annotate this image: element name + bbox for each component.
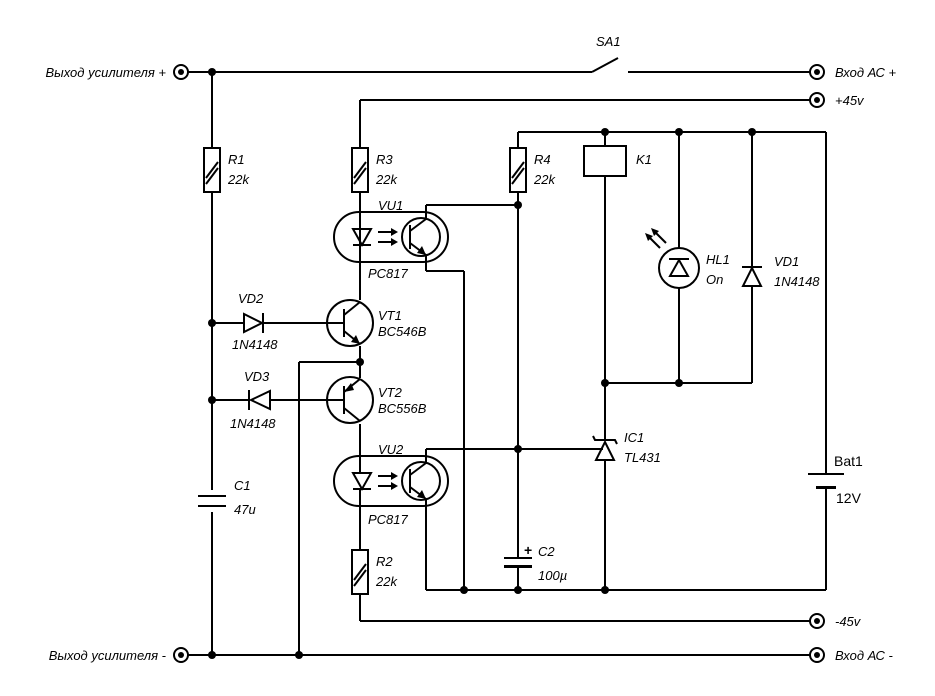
hl1-value: On bbox=[706, 272, 723, 287]
ic1-value: TL431 bbox=[624, 450, 661, 465]
junction-dot bbox=[748, 128, 756, 136]
terminal-amp-out-plus[interactable] bbox=[173, 64, 189, 80]
bat1-value: 12V bbox=[836, 490, 862, 506]
vu1-optocoupler bbox=[333, 211, 449, 263]
vd3-ref: VD3 bbox=[244, 369, 270, 384]
r1-resistor bbox=[203, 147, 221, 193]
vd1-value: 1N4148 bbox=[774, 274, 820, 289]
svg-text:+: + bbox=[524, 542, 532, 558]
bat1-ref: Bat1 bbox=[834, 453, 863, 469]
junction-dot bbox=[460, 586, 468, 594]
c2-capacitor-electrolytic: + bbox=[504, 542, 532, 568]
terminal-plus45[interactable] bbox=[809, 92, 825, 108]
vd2-value: 1N4148 bbox=[232, 337, 278, 352]
r4-ref: R4 bbox=[534, 152, 551, 167]
vt2-value: BC556B bbox=[378, 401, 427, 416]
vd1-diode bbox=[741, 265, 763, 287]
r4-value: 22k bbox=[533, 172, 556, 187]
junction-dots bbox=[208, 68, 756, 659]
terminal-label: Вход АС + bbox=[835, 65, 897, 80]
r2-value: 22k bbox=[375, 574, 398, 589]
r3-resistor bbox=[351, 147, 369, 193]
r2-resistor bbox=[351, 549, 369, 595]
hl1-ref: HL1 bbox=[706, 252, 730, 267]
r4-resistor bbox=[509, 147, 527, 193]
vu2-optocoupler bbox=[333, 455, 449, 507]
vt1-value: BC546B bbox=[378, 324, 427, 339]
r2-ref: R2 bbox=[376, 554, 393, 569]
terminal-ac-in-minus[interactable] bbox=[809, 647, 825, 663]
vu2-ref: VU2 bbox=[378, 442, 404, 457]
vt2-ref: VT2 bbox=[378, 385, 403, 400]
vt2-transistor-pnp bbox=[326, 376, 374, 424]
ic1-ref: IC1 bbox=[624, 430, 644, 445]
junction-dot bbox=[514, 445, 522, 453]
junction-dot bbox=[514, 586, 522, 594]
vu2-value: PC817 bbox=[368, 512, 409, 527]
terminal-label: Выход усилителя - bbox=[49, 648, 167, 663]
terminal-label: +45v bbox=[835, 93, 865, 108]
r3-ref: R3 bbox=[376, 152, 393, 167]
junction-dot bbox=[208, 396, 216, 404]
c1-value: 47u bbox=[234, 502, 256, 517]
terminal-label: Выход усилителя + bbox=[45, 65, 166, 80]
junction-dot bbox=[514, 201, 522, 209]
r1-value: 22k bbox=[227, 172, 250, 187]
vd1-ref: VD1 bbox=[774, 254, 799, 269]
terminal-ac-in-plus[interactable] bbox=[809, 64, 825, 80]
junction-dot bbox=[208, 319, 216, 327]
k1-ref: K1 bbox=[636, 152, 652, 167]
vu1-value: PC817 bbox=[368, 266, 409, 281]
c2-value: 100µ bbox=[538, 568, 567, 583]
r1-ref: R1 bbox=[228, 152, 245, 167]
vd3-value: 1N4148 bbox=[230, 416, 276, 431]
k1-relay-coil bbox=[583, 145, 627, 177]
terminal-label: -45v bbox=[835, 614, 862, 629]
terminal-amp-out-minus[interactable] bbox=[173, 647, 189, 663]
junction-dot bbox=[208, 651, 216, 659]
junction-dot bbox=[295, 651, 303, 659]
bat1-battery bbox=[808, 473, 844, 489]
junction-dot bbox=[675, 128, 683, 136]
terminal-minus45[interactable] bbox=[809, 613, 825, 629]
wires bbox=[188, 71, 827, 656]
c1-capacitor bbox=[198, 495, 226, 507]
vd3-diode bbox=[248, 389, 271, 411]
r3-value: 22k bbox=[375, 172, 398, 187]
c2-ref: C2 bbox=[538, 544, 555, 559]
vt1-transistor-npn bbox=[326, 299, 374, 347]
c1-ref: C1 bbox=[234, 478, 251, 493]
hl1-led bbox=[645, 228, 700, 289]
junction-dot bbox=[601, 586, 609, 594]
sa1-ref: SA1 bbox=[596, 34, 621, 49]
junction-dot bbox=[601, 128, 609, 136]
ic1-shunt-regulator bbox=[592, 435, 618, 461]
vd2-ref: VD2 bbox=[238, 291, 264, 306]
junction-dot bbox=[675, 379, 683, 387]
junction-dot bbox=[601, 379, 609, 387]
vd2-diode bbox=[243, 312, 265, 334]
vt1-ref: VT1 bbox=[378, 308, 402, 323]
junction-dot bbox=[208, 68, 216, 76]
sa1-switch-symbol bbox=[591, 57, 619, 73]
vu1-ref: VU1 bbox=[378, 198, 403, 213]
junction-dot bbox=[356, 358, 364, 366]
terminal-label: Вход АС - bbox=[835, 648, 894, 663]
